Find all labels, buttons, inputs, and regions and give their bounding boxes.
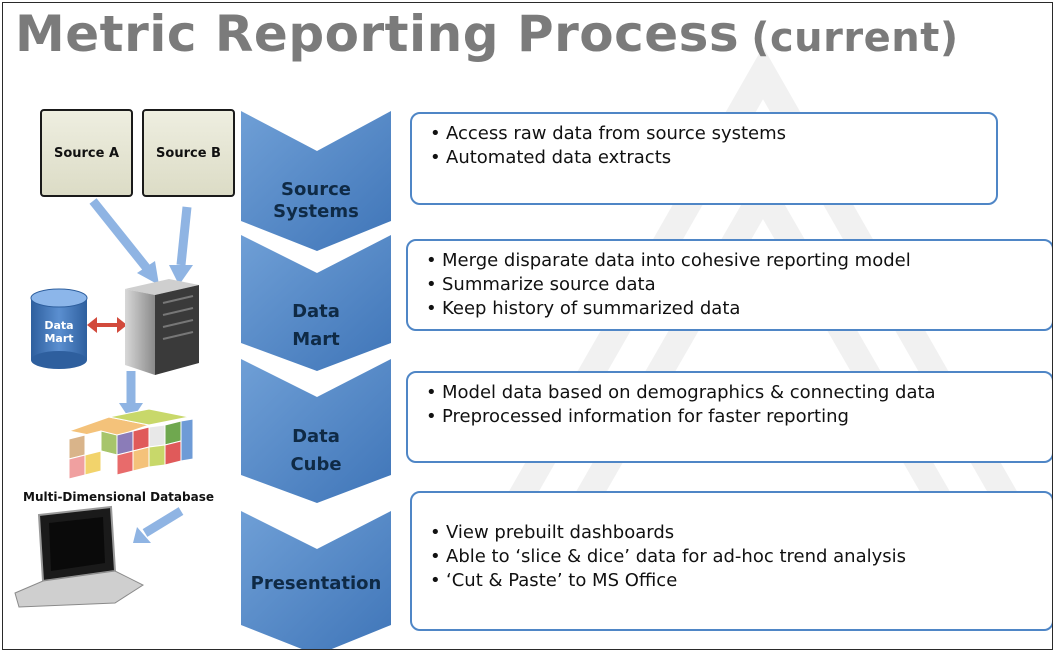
bullet-item: •View prebuilt dashboards: [430, 522, 675, 543]
info-box-presentation: •View prebuilt dashboards •Able to ‘slic…: [410, 491, 1052, 631]
bullet-item: •Summarize source data: [426, 274, 656, 295]
info-box-data-cube: •Model data based on demographics & conn…: [406, 371, 1052, 463]
source-b-box: Source B: [142, 109, 235, 197]
bullet-item: •Keep history of summarized data: [426, 298, 741, 319]
title-main: Metric Reporting Process: [15, 5, 740, 63]
source-b-label: Source B: [156, 145, 221, 161]
stage-label-line: Presentation: [250, 573, 382, 594]
data-mart-icon-line1: Data: [44, 319, 74, 332]
bullet-dot-icon: •: [426, 250, 437, 271]
cube-icon: [67, 408, 194, 480]
slide-title: Metric Reporting Process(current): [15, 5, 959, 63]
data-mart-icon-label: Data Mart: [31, 319, 87, 345]
bullet-dot-icon: •: [430, 546, 441, 567]
server-icon: [125, 279, 199, 375]
process-diagram: [14, 111, 391, 649]
bullet-item: •Preprocessed information for faster rep…: [426, 406, 849, 427]
stage-label-line: Data: [292, 301, 340, 322]
laptop-icon: [14, 505, 145, 608]
stage-label-line: Source: [281, 179, 351, 200]
bullet-dot-icon: •: [426, 382, 437, 403]
stage-label-data-cube: Data Cube: [241, 423, 391, 479]
stage-label-presentation: Presentation: [241, 573, 391, 595]
data-mart-icon-line2: Mart: [44, 332, 74, 345]
info-box-source-systems: •Access raw data from source systems •Au…: [410, 112, 998, 205]
stage-label-line: Data: [292, 426, 340, 447]
bullet-item: •Access raw data from source systems: [430, 123, 787, 144]
bullet-dot-icon: •: [426, 298, 437, 319]
stage-label-source-systems: Source Systems: [241, 179, 391, 223]
arrow-source-a-to-server: [89, 198, 159, 285]
arrow-source-b-to-server: [169, 206, 193, 285]
bullet-item: •Model data based on demographics & conn…: [426, 382, 936, 403]
chevron-data-cube: [241, 359, 391, 503]
stage-label-line: Mart: [292, 329, 340, 350]
stage-label-data-mart: Data Mart: [241, 298, 391, 354]
bullet-item: •‘Cut & Paste’ to MS Office: [430, 570, 678, 591]
bullet-item: •Able to ‘slice & dice’ data for ad-hoc …: [430, 546, 907, 567]
stage-label-line: Cube: [290, 454, 342, 475]
bullet-item: •Merge disparate data into cohesive repo…: [426, 250, 911, 271]
bullet-dot-icon: •: [426, 274, 437, 295]
source-a-label: Source A: [53, 145, 120, 161]
data-mart-cylinder-icon: [30, 288, 88, 369]
chevron-presentation: [241, 511, 391, 649]
chevron-source-systems: [241, 111, 391, 251]
double-arrow-icon: [87, 317, 127, 333]
chevron-data-mart: [241, 235, 391, 371]
arrow-server-to-cube: [119, 371, 143, 421]
bullet-dot-icon: •: [430, 147, 441, 168]
source-a-box: Source A: [40, 109, 133, 197]
info-box-data-mart: •Merge disparate data into cohesive repo…: [406, 239, 1052, 331]
multi-dimensional-database-label: Multi-Dimensional Database: [23, 490, 214, 504]
bullet-dot-icon: •: [430, 570, 441, 591]
arrow-cube-to-laptop: [133, 507, 184, 543]
bullet-dot-icon: •: [426, 406, 437, 427]
bullet-dot-icon: •: [430, 522, 441, 543]
bullet-item: •Automated data extracts: [430, 147, 672, 168]
title-sub: (current): [751, 15, 959, 61]
bullet-dot-icon: •: [430, 123, 441, 144]
stage-label-line: Systems: [273, 201, 359, 222]
